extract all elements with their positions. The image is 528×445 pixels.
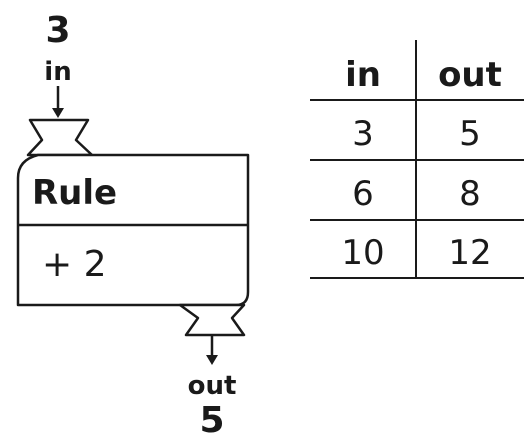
rule-title: Rule — [32, 173, 117, 213]
io-table: in out 3 5 6 8 10 12 — [310, 40, 524, 279]
output-hopper — [178, 303, 246, 337]
table-cell: 10 — [341, 233, 384, 273]
table-header-out: out — [438, 55, 502, 95]
table-cell: 12 — [448, 233, 491, 273]
input-value: 3 — [45, 10, 70, 51]
table-cell: 3 — [352, 114, 374, 154]
output-label: out — [188, 371, 237, 401]
table-cell: 5 — [459, 114, 481, 154]
machine-body — [16, 153, 250, 307]
input-arrow-icon — [52, 86, 64, 118]
rule-expression: + 2 — [42, 244, 107, 285]
input-label: in — [44, 57, 71, 87]
input-hopper — [26, 118, 94, 157]
table-header-in: in — [345, 55, 381, 95]
table-cell: 6 — [352, 174, 374, 214]
table-cell: 8 — [459, 174, 481, 214]
output-arrow-icon — [206, 336, 218, 365]
output-value: 5 — [199, 400, 224, 441]
